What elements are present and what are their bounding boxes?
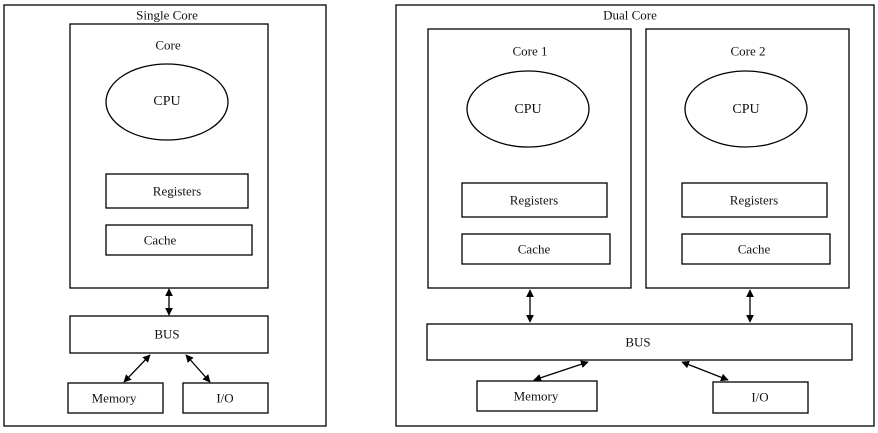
- single-bus-io-arrow: [185, 354, 211, 383]
- single-core-box: [69, 23, 269, 289]
- core2-registers-label: Registers: [729, 192, 779, 208]
- core1-cache-label: Cache: [517, 241, 551, 257]
- dual-bus-label: BUS: [625, 334, 651, 350]
- single-core-panel: [3, 4, 327, 427]
- dual-io-label: I/O: [751, 389, 769, 405]
- single-bus-box: [69, 315, 269, 354]
- core1-cpu-label: CPU: [514, 102, 542, 117]
- dual-memory-label: Memory: [513, 388, 559, 404]
- single-registers-label: Registers: [152, 183, 202, 199]
- single-memory-box: [67, 382, 164, 414]
- single-cache-box: [105, 224, 253, 256]
- core2-label: Core 2: [730, 43, 766, 59]
- core1-cpu-ellipse: [466, 70, 590, 148]
- dual-core-title: Dual Core: [603, 7, 657, 23]
- single-cpu-ellipse: [105, 63, 229, 141]
- single-bus-memory-arrow: [123, 354, 151, 383]
- dual-bus-memory-arrow: [533, 360, 589, 382]
- core1-box: [427, 28, 632, 289]
- single-registers-box: [105, 173, 249, 209]
- dual-bus-box: [426, 323, 853, 361]
- core1-label: Core 1: [512, 43, 548, 59]
- dual-bus-io-arrow: [681, 360, 729, 382]
- core2-cpu-label: CPU: [732, 102, 760, 117]
- core1-registers-label: Registers: [509, 192, 559, 208]
- core2-cache-label: Cache: [737, 241, 771, 257]
- core2-cache-box: [681, 233, 831, 265]
- single-memory-label: Memory: [91, 390, 137, 406]
- single-core-title: Single Core: [136, 7, 198, 23]
- core2-box: [645, 28, 850, 289]
- single-bus-label: BUS: [154, 326, 180, 342]
- dual-io-box: [712, 381, 809, 414]
- single-cache-label: Cache: [143, 232, 177, 248]
- single-core-label: Core: [155, 37, 181, 53]
- dual-core-panel: [395, 4, 875, 427]
- core1-registers-box: [461, 182, 608, 218]
- core2-registers-box: [681, 182, 828, 218]
- single-cpu-label: CPU: [153, 94, 181, 109]
- single-io-label: I/O: [216, 390, 234, 406]
- core1-cache-box: [461, 233, 611, 265]
- core2-cpu-ellipse: [684, 70, 808, 148]
- single-io-box: [182, 382, 269, 414]
